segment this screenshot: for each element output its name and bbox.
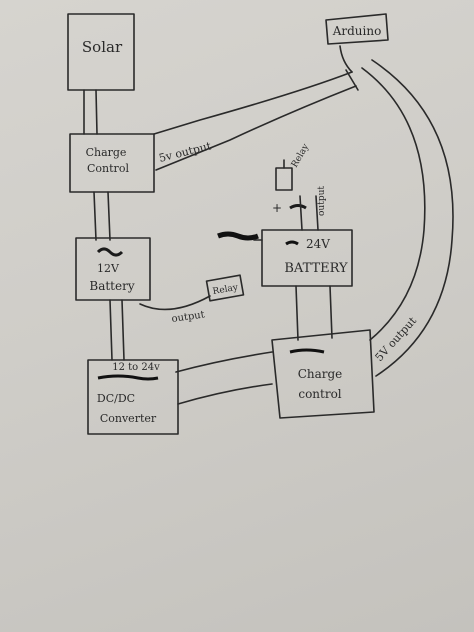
output-5v-label-2: 5V output: [373, 314, 420, 364]
battery-12v-line2: Battery: [89, 279, 134, 293]
scribble-left-24v: [217, 231, 259, 241]
battery-24v-line2: BATTERY: [284, 261, 348, 276]
charge-control-2-line1: Charge: [298, 367, 343, 381]
relay-vertical-label: Relay: [290, 142, 312, 170]
battery-12v-block: [75, 237, 151, 301]
wire-bat-dcdc-right: [121, 299, 125, 361]
plus-sign: +: [272, 201, 282, 215]
charge-control-1-line1: Charge: [86, 146, 127, 159]
wire-cc1-bat-left: [93, 191, 97, 241]
wire-dcdc-cc2-upper: [175, 351, 273, 373]
battery-24v-block: [261, 229, 353, 287]
relay-small-block: [205, 274, 245, 302]
charge-control-1-block: [69, 133, 155, 193]
battery-12v-line1: 12V: [97, 262, 120, 275]
dcdc-line2: DC/DC: [97, 392, 135, 405]
wire-bat-dcdc-left: [109, 299, 113, 361]
scribble-24v: [285, 240, 299, 246]
wire-arduino-cc2-outer: [371, 59, 454, 377]
wire-arduino-stub: [339, 45, 353, 73]
relay-coil-symbol: [275, 167, 293, 191]
wire-cc1-bat-right: [107, 191, 111, 241]
wire-bat24-cc2-left: [295, 285, 299, 341]
wire-relay-bat24-right: [315, 195, 319, 231]
relay-scribble: [289, 204, 307, 210]
solar-label: Solar: [82, 38, 123, 56]
wire-dcdc-cc2-lower: [177, 383, 273, 405]
wire-arduino-cc1-upper: [153, 71, 353, 135]
wire-arduino-cc1-lower: [155, 85, 357, 171]
wire-arduino-junction: [345, 69, 359, 91]
charge-control-2-line2: control: [298, 387, 341, 401]
relay-small-label: Relay: [212, 283, 240, 297]
battery-24v-line1: 24V: [306, 237, 330, 251]
solar-block: [67, 13, 135, 91]
charge-control-1-line2: Control: [87, 162, 129, 175]
wire-arduino-cc2-inner: [361, 67, 426, 341]
dcdc-line1: 12 to 24v: [112, 362, 160, 373]
output-vertical-label: output: [317, 186, 327, 216]
output-5v-label-1: 5v output: [158, 139, 214, 165]
dcdc-scribble: [97, 374, 159, 381]
wire-solar-cc-right: [95, 89, 98, 135]
dcdc-block: [87, 359, 179, 435]
arduino-label: Arduino: [332, 24, 382, 38]
cc2-strikeout: [289, 348, 325, 354]
arduino-block: [325, 13, 389, 45]
wire-relay-bat24: [299, 195, 303, 231]
dcdc-line3: Converter: [100, 412, 157, 425]
output-left-label: output: [171, 309, 206, 325]
wire-bat24-cc2-right: [329, 285, 333, 339]
wire-output-relay: [139, 295, 211, 311]
scribble-12v: [96, 247, 124, 257]
charge-control-2-block: [271, 329, 375, 419]
